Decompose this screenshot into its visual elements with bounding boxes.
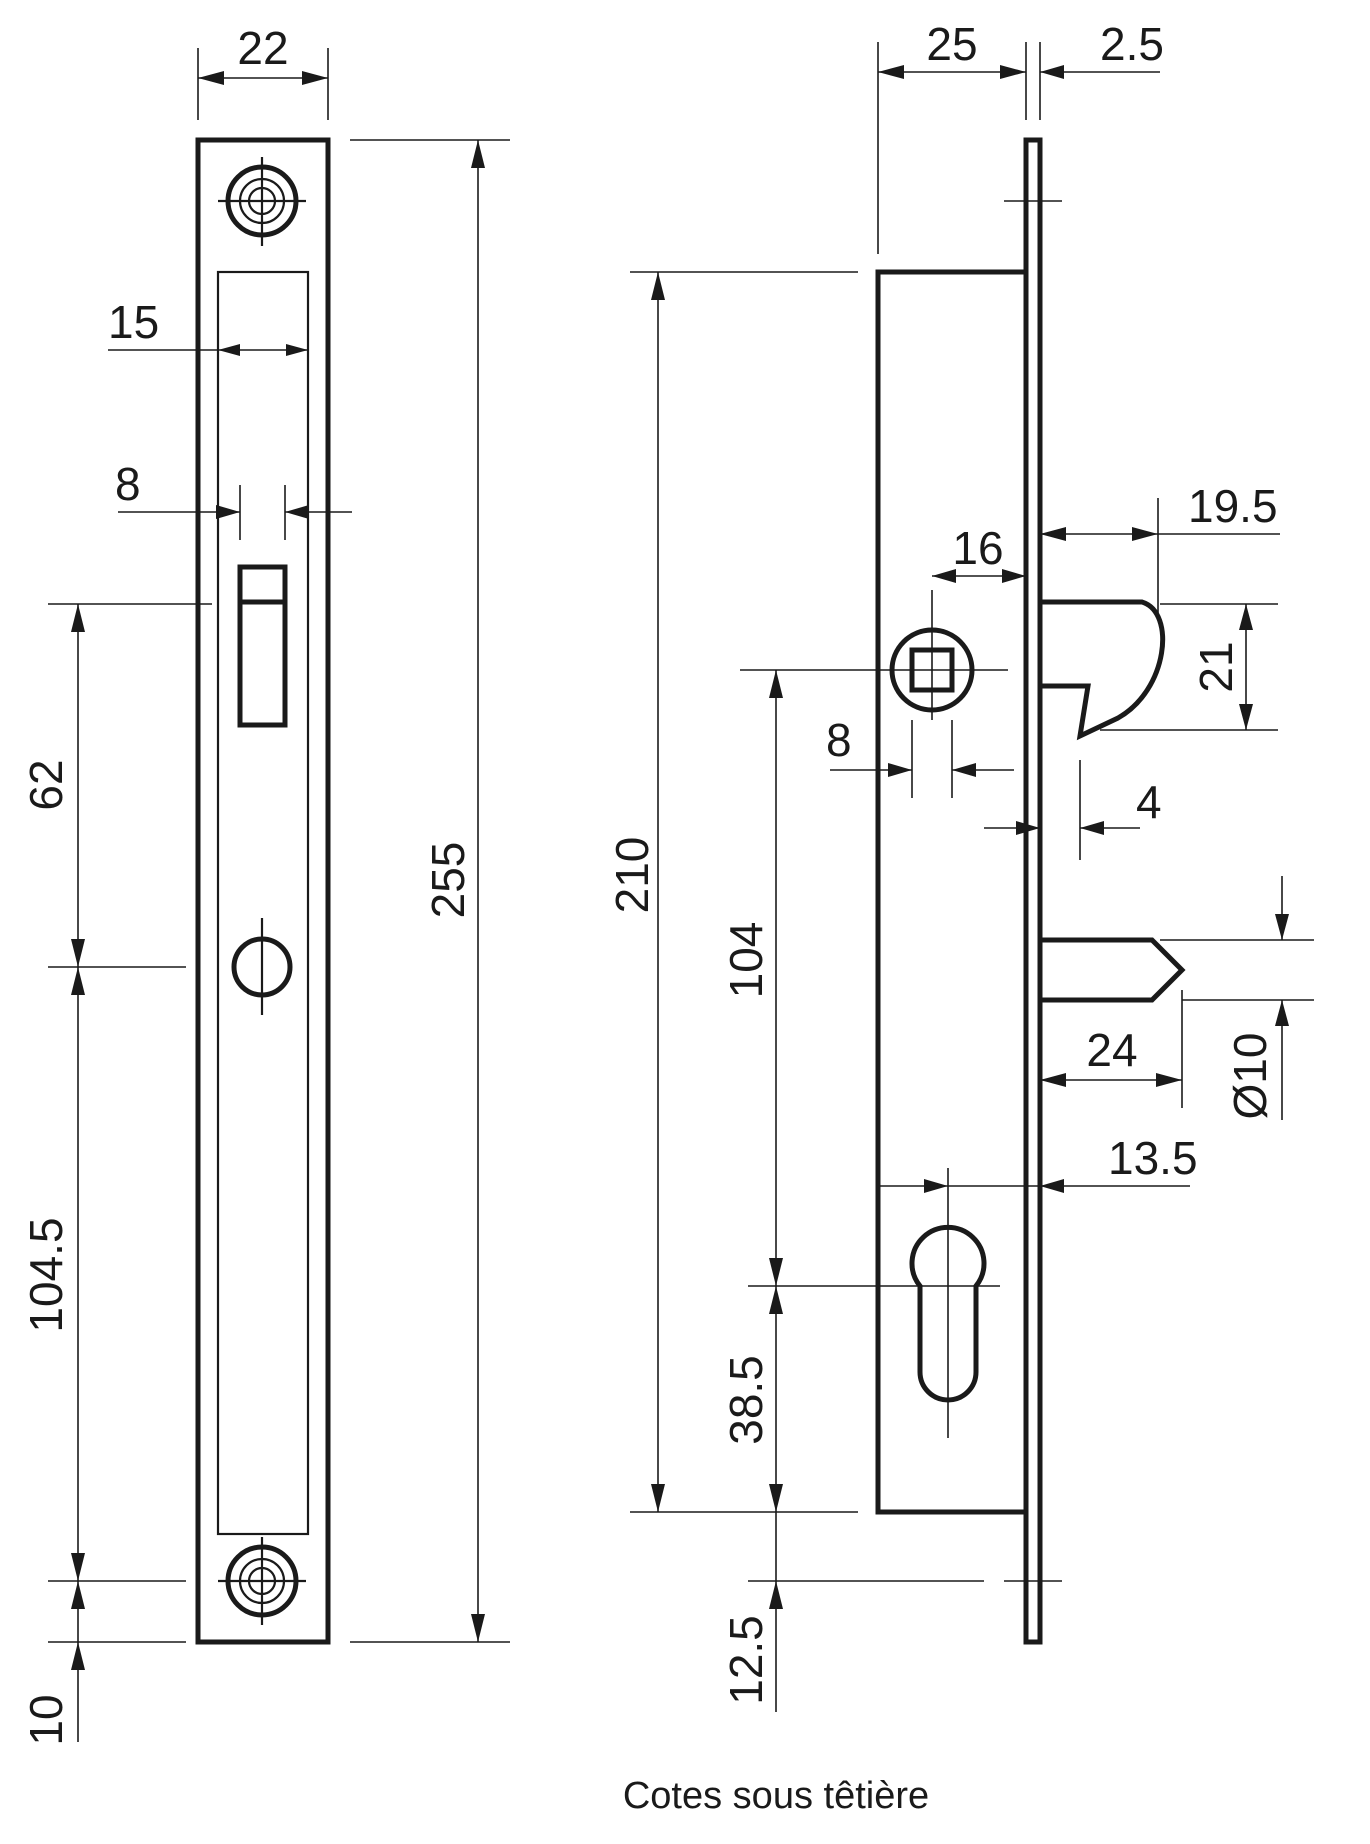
dim-104-5-label: 104.5 (20, 1217, 72, 1332)
dim-210-label: 210 (606, 837, 658, 914)
dim-bolt-projection: 24 (1040, 990, 1183, 1108)
dim-13-5-label: 13.5 (1108, 1132, 1198, 1184)
dim-diameter-10-label: Ø10 (1224, 1033, 1276, 1120)
dim-21-label: 21 (1190, 641, 1242, 692)
cylinder-profile-icon (909, 1168, 987, 1438)
dim-center-to-screw: 104.5 (20, 967, 85, 1581)
dim-25-label: 25 (926, 18, 977, 70)
dim-bottom-offset: 12.5 (720, 1512, 984, 1712)
dim-screw-to-end: 10 (20, 1581, 85, 1746)
dim-12-5-label: 12.5 (720, 1615, 772, 1705)
caption: Cotes sous têtière (623, 1775, 929, 1817)
dim-22-label: 22 (237, 22, 288, 74)
dim-bolt-diameter: Ø10 (1160, 876, 1314, 1120)
dim-spindle-offset: 16 (932, 522, 1026, 583)
dim-8-label: 8 (115, 458, 141, 510)
dim-opening-width: 15 (108, 296, 308, 356)
faceplate-outline (195, 137, 331, 1645)
dim-16-label: 16 (952, 522, 1003, 574)
dim-faceplate-width: 22 (197, 22, 329, 120)
lock-body-outline (875, 269, 1029, 1515)
side-view: 25 2.5 210 104 38.5 (606, 18, 1314, 1712)
dim-38-5-label: 38.5 (720, 1355, 772, 1445)
dim-backset: 25 (877, 18, 1041, 254)
dim-104-label: 104 (720, 922, 772, 999)
front-view: 22 15 8 255 (20, 22, 510, 1746)
latch-icon (237, 564, 288, 728)
dim-62-label: 62 (20, 759, 72, 810)
dim-4-label: 4 (1136, 776, 1162, 828)
dim-latch-to-center: 62 (20, 604, 85, 967)
dim-2-5-label: 2.5 (1100, 18, 1164, 70)
dim-spindle-to-cylinder: 104 (720, 670, 1000, 1287)
bottom-screw-icon (218, 1537, 306, 1625)
dim-15-label: 15 (108, 296, 159, 348)
dim-24-label: 24 (1086, 1024, 1137, 1076)
faceplate-opening (216, 270, 310, 1536)
dim-cylinder-axis: 13.5 (878, 1132, 1198, 1193)
dim-hook-gap: 4 (984, 760, 1162, 860)
dim-body-length: 210 (606, 271, 858, 1513)
dim-8-side-label: 8 (826, 714, 852, 766)
spindle-hub-icon (740, 590, 1008, 720)
dim-255-label: 255 (422, 842, 474, 919)
dim-spindle-square: 8 (826, 714, 1014, 798)
dim-hook-height: 21 (1100, 603, 1278, 731)
dim-latch-width: 8 (115, 458, 352, 540)
dim-faceplate-thickness: 2.5 (1040, 18, 1164, 79)
top-screw-icon (218, 157, 306, 246)
center-hole-icon (231, 918, 293, 1015)
dim-cylinder-to-bottom: 38.5 (720, 1286, 783, 1512)
dead-bolt-icon (1040, 937, 1186, 1003)
dim-10-label: 10 (20, 1694, 72, 1745)
dim-19-5-label: 19.5 (1188, 480, 1278, 532)
dim-total-length: 255 (350, 139, 510, 1643)
hook-bolt-icon (1040, 599, 1166, 741)
dim-hook-projection: 19.5 (1040, 480, 1280, 615)
